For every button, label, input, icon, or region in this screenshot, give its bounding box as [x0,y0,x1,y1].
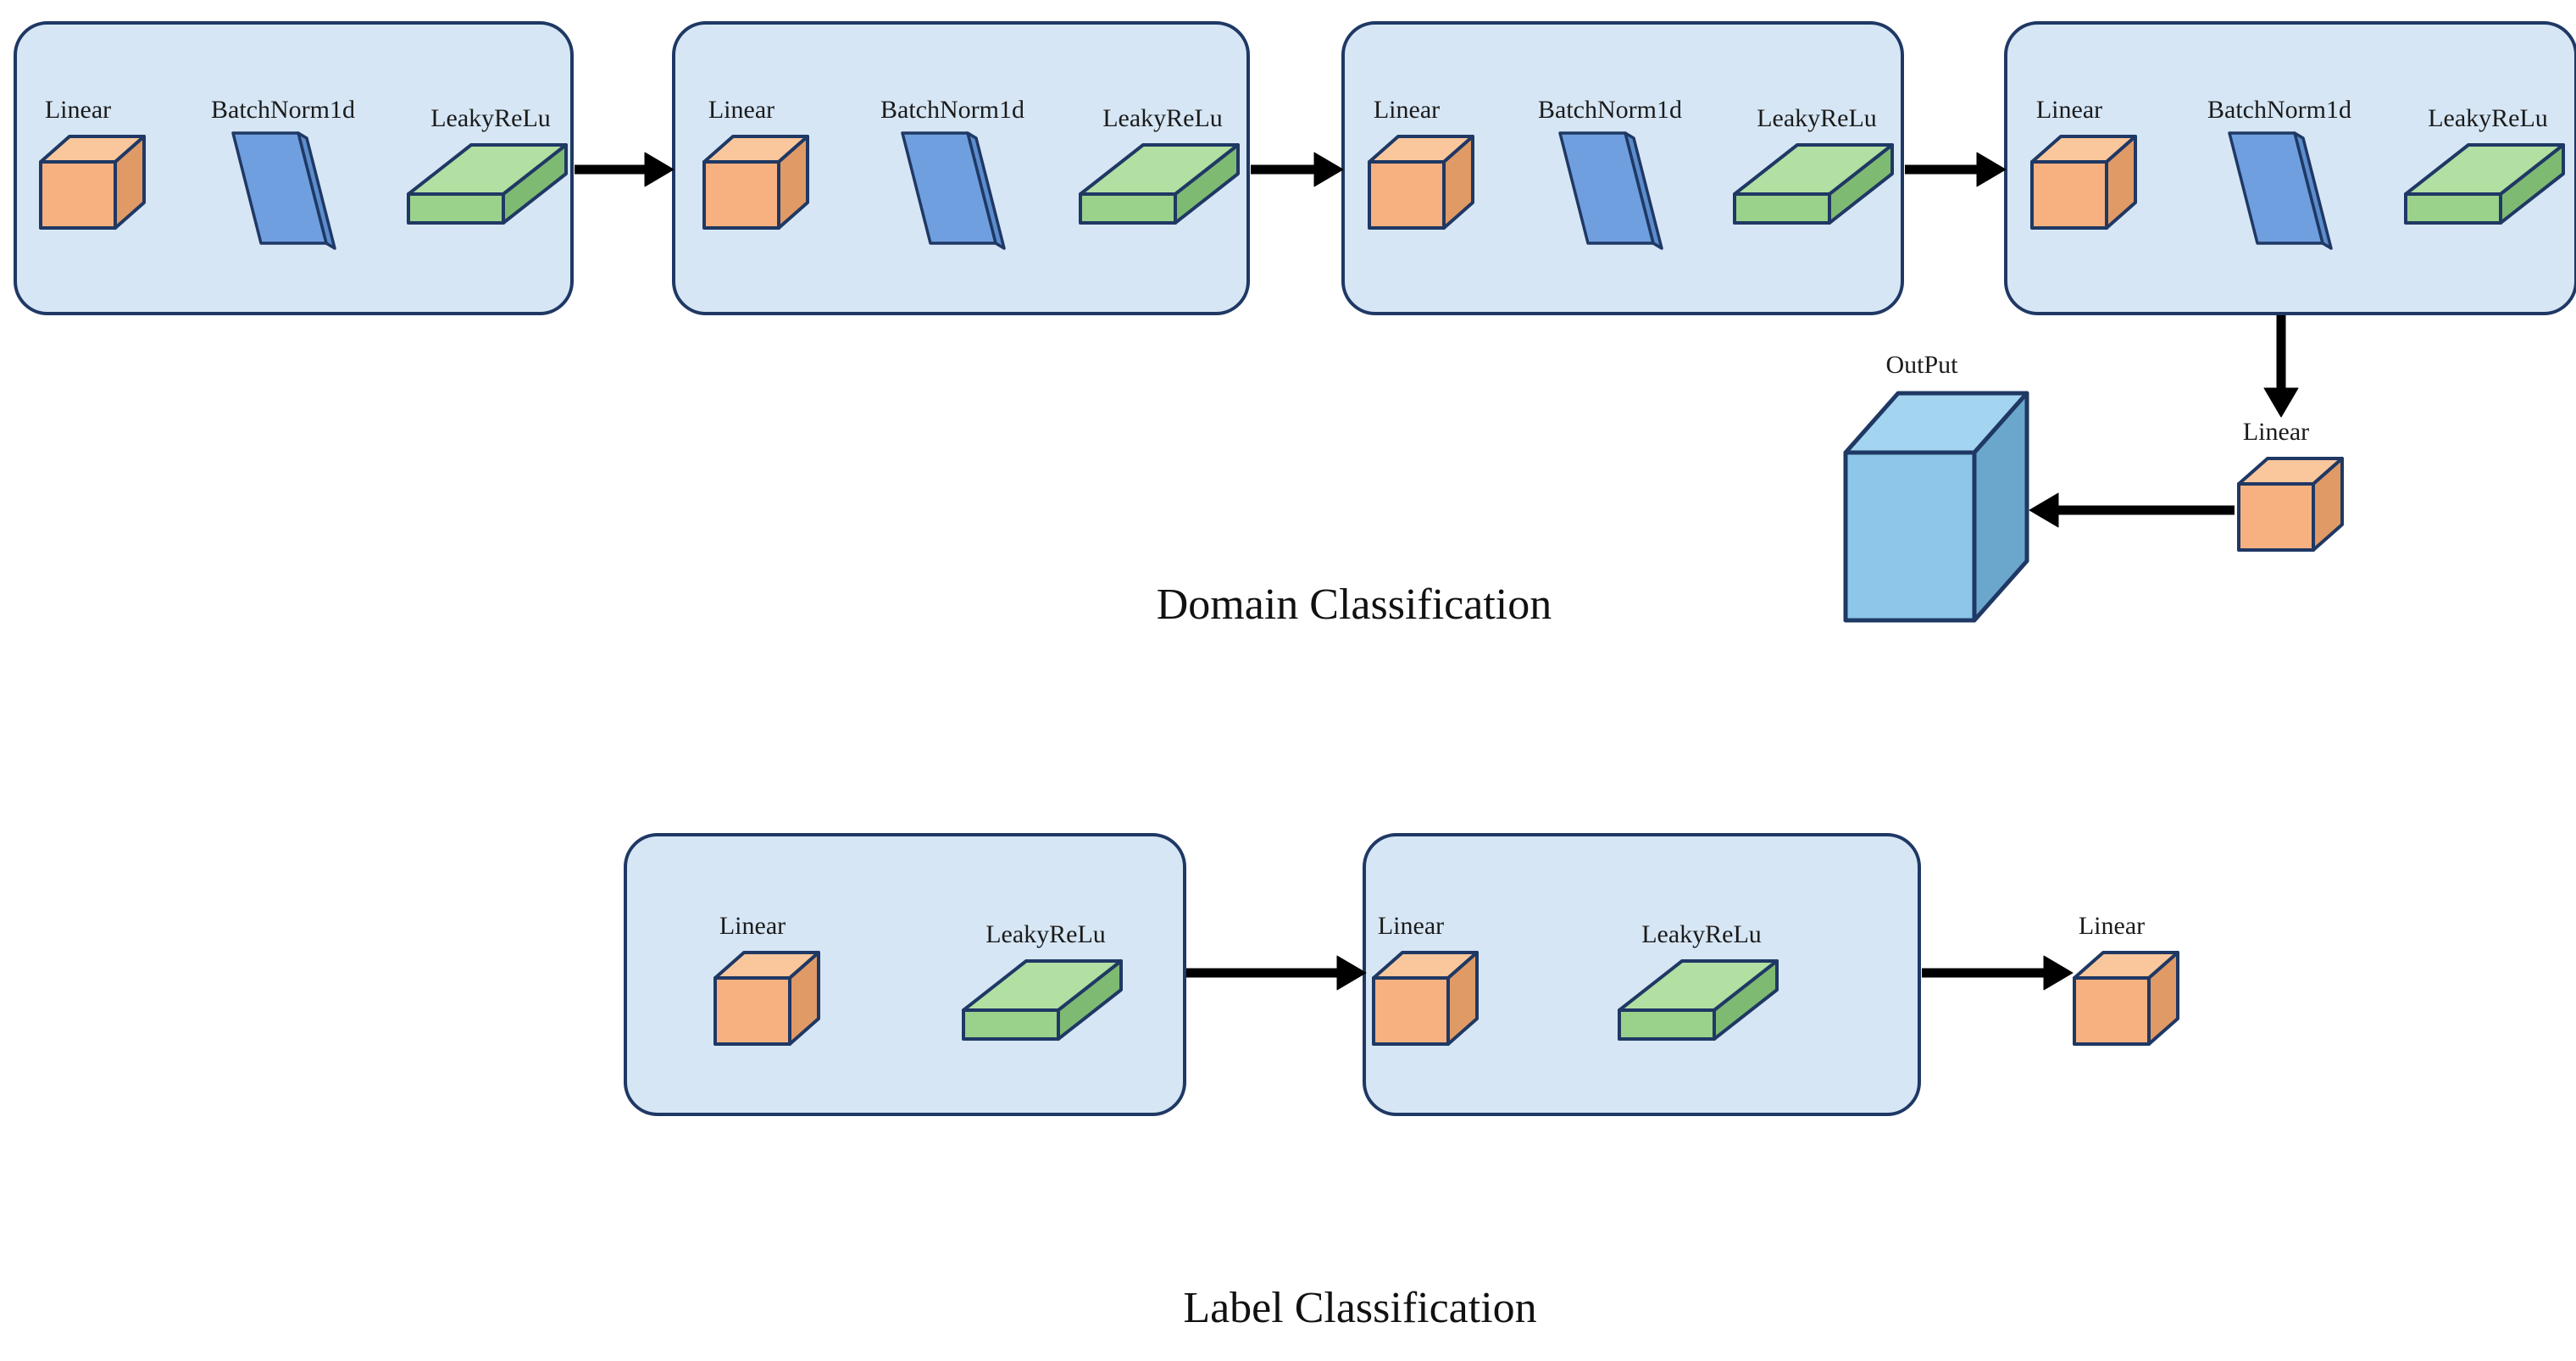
label-block-1-shape-1-label: LeakyReLu [985,920,1106,948]
domain-output-linear-label: Linear [2243,418,2309,446]
domain-block-2-shape-2 [1079,143,1240,225]
domain-block-4-shape-1 [2228,131,2333,250]
label-block-1-shape-0-label: Linear [719,912,786,940]
domain-block-1-shape-0-label: Linear [45,96,111,124]
arrow-block4-to-linear [2263,315,2299,418]
domain-output-linear [2237,457,2344,552]
label-final-linear [2073,951,2179,1046]
domain-block-3-shape-2-label: LeakyReLu [1757,104,1877,132]
domain-block-3-shape-0 [1368,135,1474,230]
domain-block-1-shape-1-label: BatchNorm1d [211,96,355,124]
domain-block-1-shape-2-label: LeakyReLu [430,104,551,132]
label-block-2-shape-0 [1372,951,1479,1046]
label-block-2 [1363,833,1921,1116]
domain-output-cube-label: OutPut [1885,351,1958,379]
arrow-linear-to-output [2029,492,2235,528]
label-block-1-shape-0 [713,951,820,1046]
label-block-2-shape-1-label: LeakyReLu [1641,920,1762,948]
domain-block-3-shape-0-label: Linear [1374,96,1440,124]
domain-block-1-shape-0 [39,135,146,230]
domain-block-4-shape-2-label: LeakyReLu [2428,104,2548,132]
domain-block-1-shape-1 [231,131,336,250]
domain-block-2-shape-2-label: LeakyReLu [1102,104,1223,132]
domain-block-2-shape-0-label: Linear [708,96,774,124]
domain-block-3-shape-2 [1733,143,1894,225]
domain-block-4-shape-1-label: BatchNorm1d [2207,96,2351,124]
label-block-1-shape-1 [962,959,1123,1041]
label-final-linear-label: Linear [2079,912,2145,940]
domain-block-4-shape-0 [2030,135,2137,230]
domain-block-2-shape-1 [901,131,1006,250]
domain-block-2-shape-0 [702,135,809,230]
domain-section-title: Domain Classification [1157,581,1552,629]
domain-block-4-shape-2 [2404,143,2565,225]
label-block-2-shape-0-label: Linear [1378,912,1444,940]
label-section-title: Label Classification [1183,1284,1536,1332]
arrow-lblock1-to-lblock2 [1186,955,1367,991]
arrow-block2-to-block3 [1251,152,1344,187]
label-block-2-shape-1 [1618,959,1779,1041]
domain-block-2-shape-1-label: BatchNorm1d [880,96,1024,124]
arrow-block1-to-block2 [575,152,675,187]
domain-block-4-shape-0-label: Linear [2036,96,2102,124]
domain-block-3-shape-1-label: BatchNorm1d [1538,96,1682,124]
domain-block-3-shape-1 [1558,131,1663,250]
arrow-lblock2-to-linear [1922,955,2074,991]
arrow-block3-to-block4 [1905,152,2007,187]
domain-block-1-shape-2 [407,143,568,225]
domain-output-cube [1843,391,2029,623]
